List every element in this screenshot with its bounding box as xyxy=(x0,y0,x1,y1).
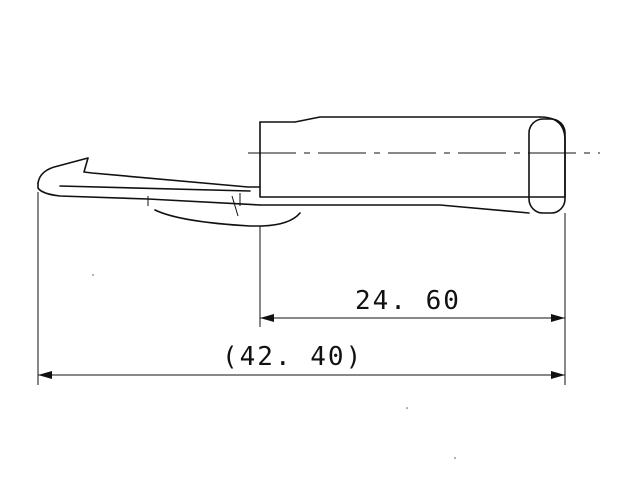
speck xyxy=(454,457,456,459)
speck xyxy=(92,274,94,276)
tool-body xyxy=(259,116,566,214)
dimension-inner: 24. 60 xyxy=(260,286,565,322)
hook-blade xyxy=(37,157,301,227)
end-cap xyxy=(539,116,566,198)
dimension-overall-label: (42. 40) xyxy=(222,342,363,372)
dimension-overall: (42. 40) xyxy=(38,342,565,379)
speck xyxy=(406,407,408,409)
dimension-inner-label: 24. 60 xyxy=(355,286,461,316)
end-cap-inner xyxy=(528,118,566,214)
